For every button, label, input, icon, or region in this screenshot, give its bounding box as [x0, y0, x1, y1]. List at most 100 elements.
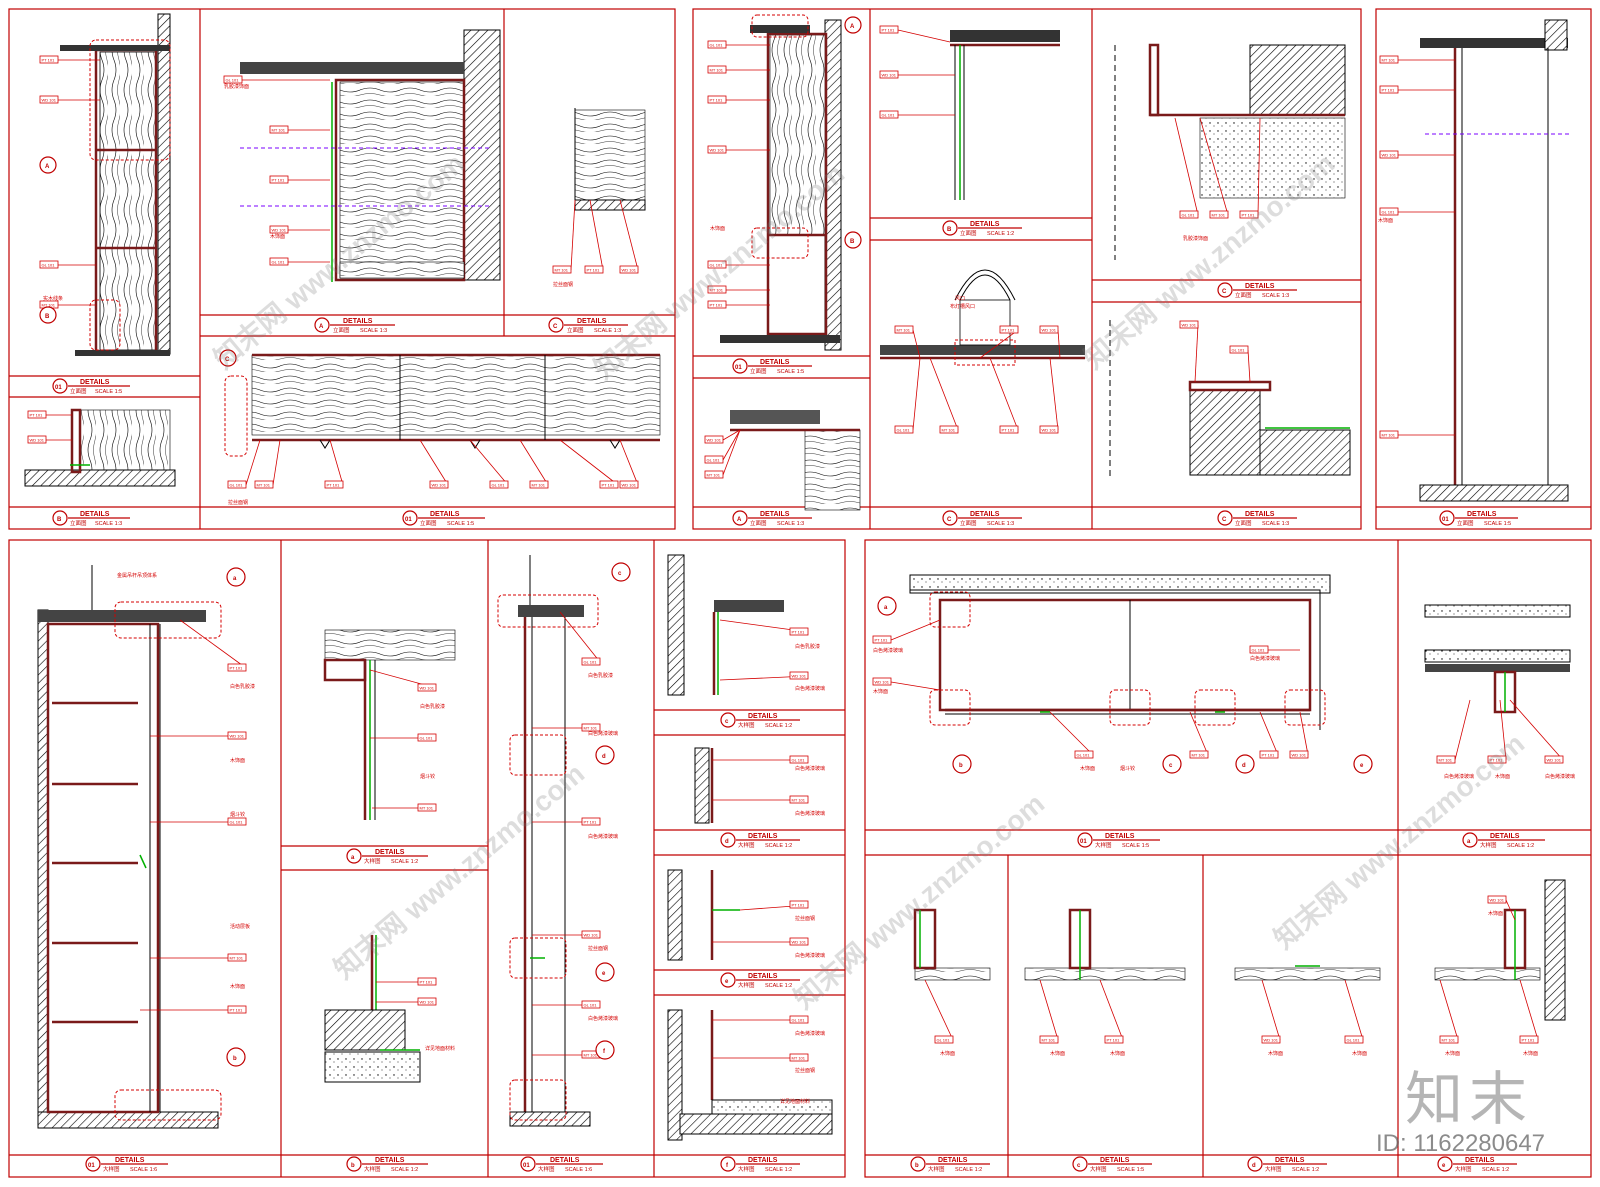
svg-text:拉丝面钢: 拉丝面钢 — [795, 915, 815, 922]
material-tag — [707, 145, 727, 154]
material-tag — [879, 25, 899, 34]
svg-text:立面图: 立面图 — [1235, 519, 1252, 527]
svg-text:白色烤漆玻璃: 白色烤漆玻璃 — [795, 1030, 825, 1037]
svg-text:白色乳胶漆: 白色乳胶漆 — [795, 643, 820, 650]
material-tag-code: PT 101 — [42, 58, 56, 63]
leader-line — [722, 429, 741, 476]
svg-text:DETAILS: DETAILS — [80, 379, 110, 386]
svg-text:金属吊杆吊顶体系: 金属吊杆吊顶体系 — [117, 572, 157, 579]
leader-line — [924, 979, 954, 1041]
svg-text:白色烤漆玻璃: 白色烤漆玻璃 — [588, 730, 618, 737]
sheet-1 — [8, 8, 676, 530]
title-block-02-1: 01 DETAILS 立面图 SCALE 1:5 — [402, 510, 485, 527]
svg-text:f: f — [603, 1049, 606, 1055]
material-tag-code: WD 101 — [420, 686, 435, 691]
svg-text:a: a — [884, 605, 888, 611]
svg-text:大样图: 大样图 — [103, 1165, 120, 1173]
material-tag-code: PT 101 — [30, 413, 44, 418]
material-tag-code: WD 101 — [432, 483, 447, 488]
material-tag-code: MT 101 — [42, 303, 56, 308]
leader-line — [1247, 349, 1251, 383]
svg-text:A: A — [319, 324, 324, 330]
material-tag — [879, 110, 899, 119]
material-tag-code: GL 101 — [1077, 753, 1091, 758]
svg-text:SCALE 1:3: SCALE 1:3 — [95, 521, 122, 527]
leader-line — [722, 429, 741, 441]
svg-text:拉丝面钢: 拉丝面钢 — [553, 281, 573, 288]
svg-text:SCALE 1:2: SCALE 1:2 — [765, 983, 792, 989]
svg-text:木饰面: 木饰面 — [230, 983, 245, 990]
material-tag — [27, 410, 47, 419]
leader-line — [1261, 979, 1281, 1041]
material-tag-code: PT 101 — [1002, 428, 1016, 433]
material-tag — [27, 435, 47, 444]
svg-text:01: 01 — [88, 1163, 95, 1169]
material-tag-code: MT 101 — [532, 483, 546, 488]
sheet-5 — [864, 539, 1592, 1178]
svg-text:c: c — [725, 719, 729, 725]
material-tag — [417, 733, 437, 742]
svg-text:SCALE 1:6: SCALE 1:6 — [565, 1167, 592, 1173]
leader-line — [559, 439, 619, 486]
svg-text:DETAILS: DETAILS — [1245, 511, 1275, 518]
material-tag-code: GL 101 — [897, 428, 911, 433]
svg-text:木饰面: 木饰面 — [1268, 1050, 1283, 1057]
material-tag — [581, 817, 601, 826]
title-block-B-1: B DETAILS 立面图 SCALE 1:3 — [52, 510, 130, 527]
svg-text:详见地面材料: 详见地面材料 — [780, 1098, 810, 1105]
svg-text:DETAILS: DETAILS — [115, 1157, 145, 1164]
material-tag-code: PT 101 — [602, 483, 616, 488]
svg-text:立面图: 立面图 — [750, 367, 767, 375]
svg-text:SCALE 1:3: SCALE 1:3 — [777, 521, 804, 527]
svg-text:SCALE 1:2: SCALE 1:2 — [1482, 1167, 1509, 1173]
material-tag-code: MT 101 — [710, 288, 724, 293]
material-tag-code: PT 101 — [875, 638, 889, 643]
svg-text:详见地面材料: 详见地面材料 — [425, 1045, 455, 1052]
svg-text:B: B — [850, 239, 855, 245]
svg-text:烟斗铰: 烟斗铰 — [230, 811, 245, 818]
material-tag — [227, 817, 247, 826]
svg-text:活动层板: 活动层板 — [230, 923, 250, 930]
material-tag-code: MT 101 — [792, 798, 806, 803]
svg-text:d: d — [602, 754, 606, 760]
svg-text:白色烤漆玻璃: 白色烤漆玻璃 — [1250, 655, 1280, 662]
material-tag — [269, 225, 289, 234]
svg-text:B: B — [57, 517, 62, 523]
svg-text:大样图: 大样图 — [364, 1165, 381, 1173]
material-tag-code: MT 101 — [584, 1053, 598, 1058]
material-tag-code: WD 101 — [30, 438, 45, 443]
material-tag — [999, 325, 1019, 334]
material-tag — [789, 795, 809, 804]
material-tag — [872, 635, 892, 644]
material-tag-code: PT 101 — [230, 1008, 244, 1013]
material-tag — [1074, 750, 1094, 759]
title-block-sheet5-e: e DETAILS 大样图 SCALE 1:2 — [1437, 1156, 1517, 1173]
material-tag — [581, 723, 601, 732]
material-tag-code: GL 101 — [1232, 348, 1246, 353]
svg-text:大样图: 大样图 — [1455, 1165, 1472, 1173]
material-tag — [1249, 645, 1269, 654]
svg-text:白色烤漆玻璃: 白色烤漆玻璃 — [795, 810, 825, 817]
material-tag-code: PT 101 — [1242, 213, 1256, 218]
material-tag-code: WD 101 — [1490, 898, 1505, 903]
material-tag-code: MT 101 — [942, 428, 956, 433]
material-tag-code: WD 101 — [622, 483, 637, 488]
svg-text:风口: 风口 — [955, 296, 965, 302]
callout-bubbles: A B C A B a b c d e f a b c d e — [39, 16, 1373, 1067]
title-block-sheet2-C: C DETAILS 立面图 SCALE 1:3 — [942, 510, 1022, 527]
material-tag-code: PT 101 — [584, 820, 598, 825]
material-tag-code: GL 101 — [42, 263, 56, 268]
material-tag-code: GL 101 — [792, 758, 806, 763]
svg-text:实木线条: 实木线条 — [43, 295, 63, 302]
material-tag-code: MT 101 — [257, 483, 271, 488]
material-tag-code: PT 101 — [1522, 1038, 1536, 1043]
material-tag — [1379, 207, 1399, 216]
material-tag-code: WD 101 — [230, 734, 245, 739]
watermark-logo: 知末 — [1405, 1065, 1534, 1133]
svg-text:DETAILS: DETAILS — [1100, 1157, 1130, 1164]
svg-text:DETAILS: DETAILS — [1490, 833, 1520, 840]
material-tag — [789, 755, 809, 764]
svg-text:C: C — [947, 517, 952, 523]
material-tag — [939, 425, 959, 434]
leader-line — [1049, 711, 1094, 756]
